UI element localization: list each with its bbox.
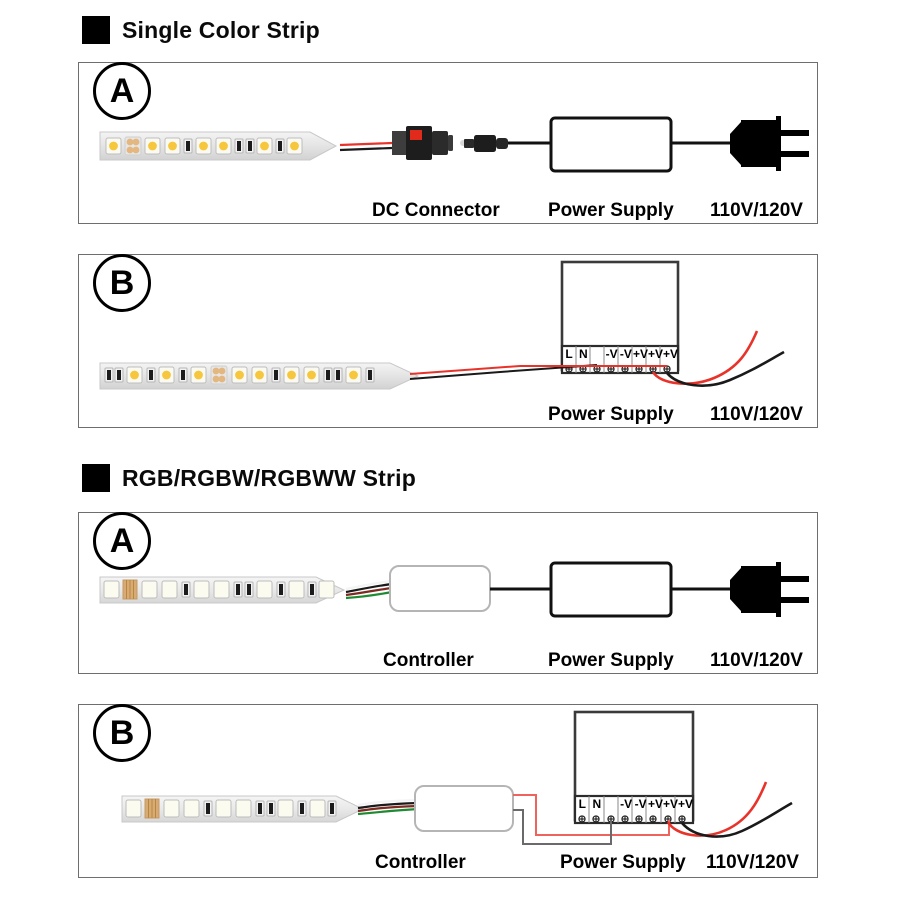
terminal-label-nv2: -V [619,347,632,361]
terminal-labels-1b: L N -V -V +V +V +V [562,347,678,363]
terminal-block-icon-2b [573,794,695,825]
terminal-label-gap-2b [604,797,619,813]
panel-badge-rgb-b: B [93,704,151,762]
terminal-label-pv2-2b: +V [662,797,678,811]
dc-wire-red-1b [409,365,667,375]
terminal-label-pv1: +V [632,347,648,361]
terminal-label-pv3-2b: +V [678,797,694,811]
ac-wire-live-2b [666,781,768,837]
solder-pads-icon [122,579,138,600]
ac-wire-live-1b [651,330,759,385]
section-heading-label: Single Color Strip [122,16,320,43]
terminal-label-pv1-2b: +V [647,797,663,811]
dc-connector-female-icon [392,126,453,160]
caption-power-supply-1b: Power Supply [548,404,674,425]
terminal-label-nv1-2b: -V [620,797,633,811]
caption-dc-connector-1a: DC Connector [372,200,500,221]
terminal-label-n: N [578,347,588,361]
led-strip-rgb-a [99,576,346,604]
heading-bullet-icon [82,16,110,44]
rgb-wire-black-2a [345,582,393,594]
panel-single-color-b [78,254,818,428]
rgb-wire-red-2b [357,804,419,813]
terminal-label-l-2b: L [578,797,586,811]
terminal-label-pv3: +V [662,347,678,361]
terminal-block-icon [560,344,680,375]
rgb-wire-black-2b [357,801,419,810]
caption-controller-2a: Controller [383,650,474,671]
panel-badge-single-b: B [93,254,151,312]
section-heading-single-color: Single Color Strip [82,16,320,44]
caption-power-supply-2b: Power Supply [560,852,686,873]
panel-badge-single-a: A [93,62,151,120]
terminal-label-n-2b: N [592,797,602,811]
caption-voltage-2b: 110V/120V [706,852,799,873]
strip-wire-red [339,141,393,147]
caption-voltage-2a: 110V/120V [710,650,803,671]
caption-power-supply-1a: Power Supply [548,200,674,221]
led-strip-single-color-b [99,362,420,390]
ac-wall-plug-icon-2a [730,562,809,617]
section-heading-rgb: RGB/RGBW/RGBWW Strip [82,464,416,492]
dc-wire-black-1b [409,364,598,380]
ac-wire-neutral-2b [681,801,793,838]
led-strip-rgb-b [121,795,365,823]
rgb-wire-red-2a [345,586,393,597]
led-strip-single-color-a [99,131,338,161]
strip-wire-black [339,146,393,152]
caption-power-supply-2a: Power Supply [548,650,674,671]
terminal-label-l: L [565,347,573,361]
rgb-wire-white-2a [345,579,393,591]
terminal-labels-2b: L N -V -V +V +V +V [575,797,693,813]
ac-wall-plug-icon [730,116,809,171]
heading-bullet-icon-rgb [82,464,110,492]
controller-icon-2b [414,785,514,832]
ac-wire-neutral-1b [666,350,785,387]
rgb-wire-green-2b [357,807,419,816]
terminal-label-nv2-2b: -V [634,797,647,811]
dc-route-red-2b [513,794,670,836]
panel-badge-rgb-a: A [93,512,151,570]
dc-connector-male-icon [460,135,508,152]
rgb-wire-white-2b [357,798,419,807]
rgb-wire-green-2a [345,590,393,600]
caption-controller-2b: Controller [375,852,466,873]
terminal-label-nv1: -V [605,347,618,361]
dc-route-black-2b [513,809,612,845]
terminal-label-pv2: +V [647,347,663,361]
caption-voltage-1a: 110V/120V [710,200,803,221]
caption-voltage-1b: 110V/120V [710,404,803,425]
terminal-label-gap [590,347,604,363]
section-heading-label-rgb: RGB/RGBW/RGBWW Strip [122,464,417,491]
